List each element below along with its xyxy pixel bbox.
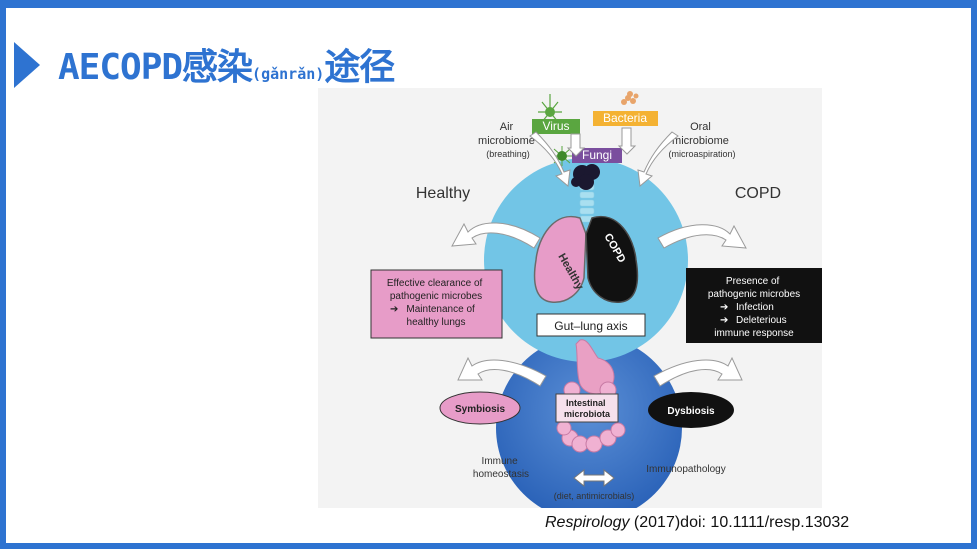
healthy-info-box	[370, 269, 503, 339]
diet-antimicrobials-label: (diet, antimicrobials)	[554, 491, 635, 501]
fungi-mass-icon	[571, 164, 600, 190]
copd-info-box	[686, 268, 822, 343]
intestinal-microbiota-label: Intestinal microbiota	[564, 398, 611, 419]
gut-lung-figure: Healthy COPD Virus Bacteria Fungi	[318, 88, 822, 508]
frame-right-bar	[971, 0, 977, 549]
copd-info-text: Presence of pathogenic microbes	[708, 276, 800, 300]
virus-label: Virus	[542, 119, 569, 133]
healthy-info-text: Effective clearance of pathogenic microb…	[387, 278, 485, 302]
healthy-heading: Healthy	[416, 185, 470, 202]
immune-homeostasis-label: Immune homeostasis	[473, 456, 529, 480]
gut-lung-axis-box	[536, 313, 646, 337]
frame-top-bar	[0, 0, 977, 8]
gut-lung-axis-label: Gut–lung axis	[554, 319, 627, 333]
bacteria-label: Bacteria	[603, 111, 647, 125]
copd-info-deleterious: Deleterious	[736, 315, 787, 326]
citation-journal: Respirology	[545, 514, 630, 531]
title-main: AECOPD感染	[58, 47, 253, 88]
citation-details: (2017)doi: 10.1111/resp.13032	[629, 514, 850, 531]
healthy-lung-icon	[533, 215, 587, 303]
fungi-label-box	[572, 148, 622, 163]
slide-title: AECOPD感染(gǎnrǎn)途径	[58, 38, 395, 90]
intestinal-microbiota-box	[555, 393, 619, 423]
copd-arrow-icon-1: ➔	[720, 302, 728, 313]
title-tail: 途径	[324, 47, 395, 88]
air-microbiome-label: Air microbiome (breathing)	[478, 121, 538, 159]
title-arrow-icon	[14, 42, 40, 88]
copd-heading: COPD	[735, 185, 781, 202]
virus-small-core-icon	[557, 151, 567, 161]
copd-info-immune: immune response	[714, 328, 794, 339]
healthy-info-text-2: Maintenance of healthy lungs	[406, 304, 477, 328]
copd-arrow-icon-2: ➔	[720, 315, 728, 326]
immunopathology-label: Immunopathology	[646, 464, 726, 475]
symbiosis-label: Symbiosis	[455, 404, 505, 415]
virus-label-box	[532, 119, 580, 134]
intestine-icon	[556, 381, 626, 453]
copd-lung-icon	[585, 215, 639, 303]
virus-core-icon	[545, 107, 555, 117]
title-pinyin: (gǎnrǎn)	[252, 65, 325, 83]
microbiome-arrows	[529, 127, 679, 187]
symbiosis-badge	[439, 391, 521, 425]
lung-circle	[484, 158, 688, 362]
oral-microbiome-label: Oral microbiome (microaspiration)	[668, 121, 735, 159]
copd-info-infection: Infection	[736, 302, 774, 313]
dysbiosis-badge	[648, 392, 734, 428]
bacteria-label-box	[593, 111, 658, 126]
double-arrow-icon	[573, 468, 615, 488]
side-arrows	[451, 222, 747, 387]
fungi-label: Fungi	[582, 148, 612, 162]
healthy-arrow-icon: ➔	[390, 304, 398, 315]
frame-bottom-bar	[0, 543, 977, 549]
bacteria-cluster-icon	[621, 91, 639, 105]
dysbiosis-label: Dysbiosis	[667, 406, 715, 417]
frame-left-bar	[0, 0, 6, 549]
citation: Respirology (2017)doi: 10.1111/resp.1303…	[545, 514, 849, 532]
figure-svg: Healthy COPD Virus Bacteria Fungi	[370, 91, 822, 508]
